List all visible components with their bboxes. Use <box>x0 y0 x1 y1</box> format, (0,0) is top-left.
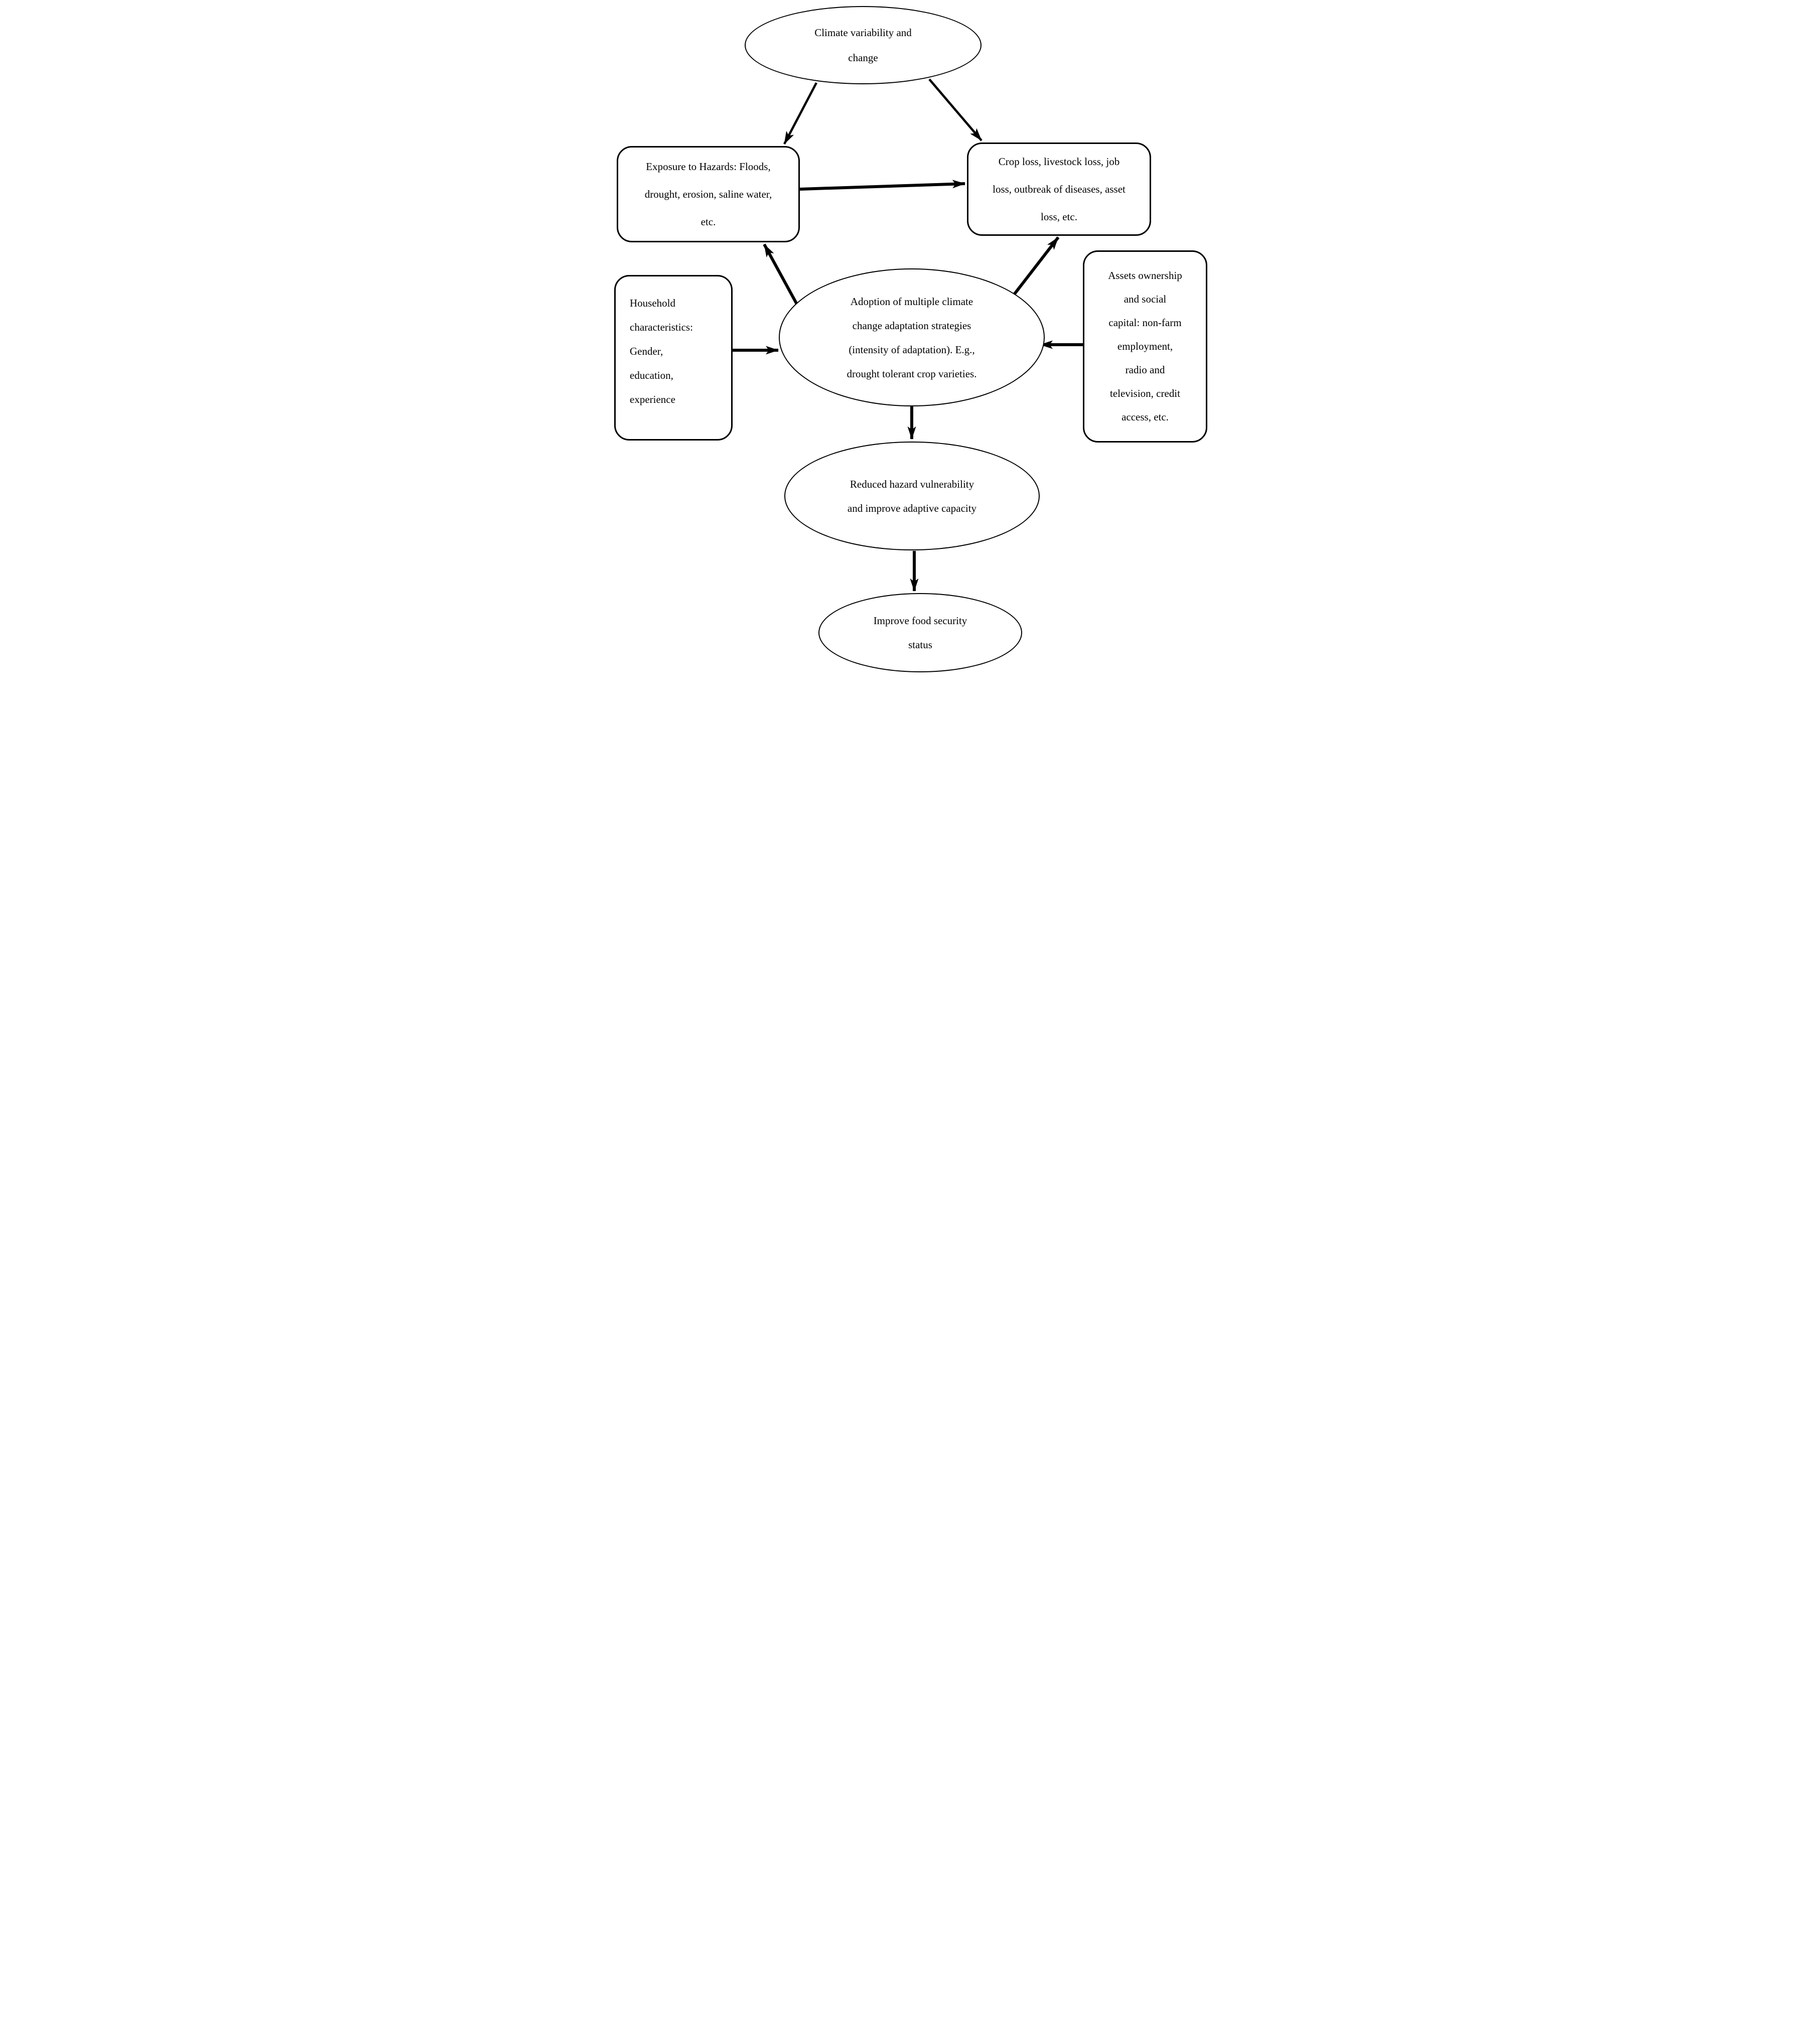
node-food-security: Improve food security status <box>818 593 1022 672</box>
arrow-adoption-to-losses <box>1011 236 1060 298</box>
node-climate-variability: Climate variability and change <box>745 6 982 84</box>
node-exposure-hazards-label: Exposure to Hazards: Floods, drought, er… <box>644 160 772 228</box>
arrow-climate-to-exposure <box>783 82 817 145</box>
node-household-characteristics: Household characteristics: Gender, educa… <box>614 275 733 441</box>
conceptual-framework-diagram: Climate variability and change Exposure … <box>607 0 1213 675</box>
node-exposure-hazards: Exposure to Hazards: Floods, drought, er… <box>617 146 800 242</box>
node-reduced-vulnerability-label: Reduced hazard vulnerability and improve… <box>847 478 977 514</box>
arrow-adoption-to-exposure <box>763 243 799 306</box>
arrow-exposure-to-losses <box>799 180 965 191</box>
arrow-climate-to-losses <box>928 78 983 141</box>
node-adoption-strategies: Adoption of multiple climate change adap… <box>779 268 1045 406</box>
node-assets-social-capital: Assets ownership and social capital: non… <box>1083 250 1207 443</box>
node-household-characteristics-label: Household characteristics: Gender, educa… <box>630 297 693 405</box>
node-reduced-vulnerability: Reduced hazard vulnerability and improve… <box>784 442 1040 550</box>
node-assets-social-capital-label: Assets ownership and social capital: non… <box>1108 269 1182 423</box>
node-food-security-label: Improve food security status <box>873 615 967 651</box>
node-adoption-strategies-label: Adoption of multiple climate change adap… <box>847 295 977 380</box>
node-losses-label: Crop loss, livestock loss, job loss, out… <box>993 155 1126 223</box>
node-climate-variability-label: Climate variability and change <box>814 27 912 64</box>
node-losses: Crop loss, livestock loss, job loss, out… <box>967 142 1151 236</box>
